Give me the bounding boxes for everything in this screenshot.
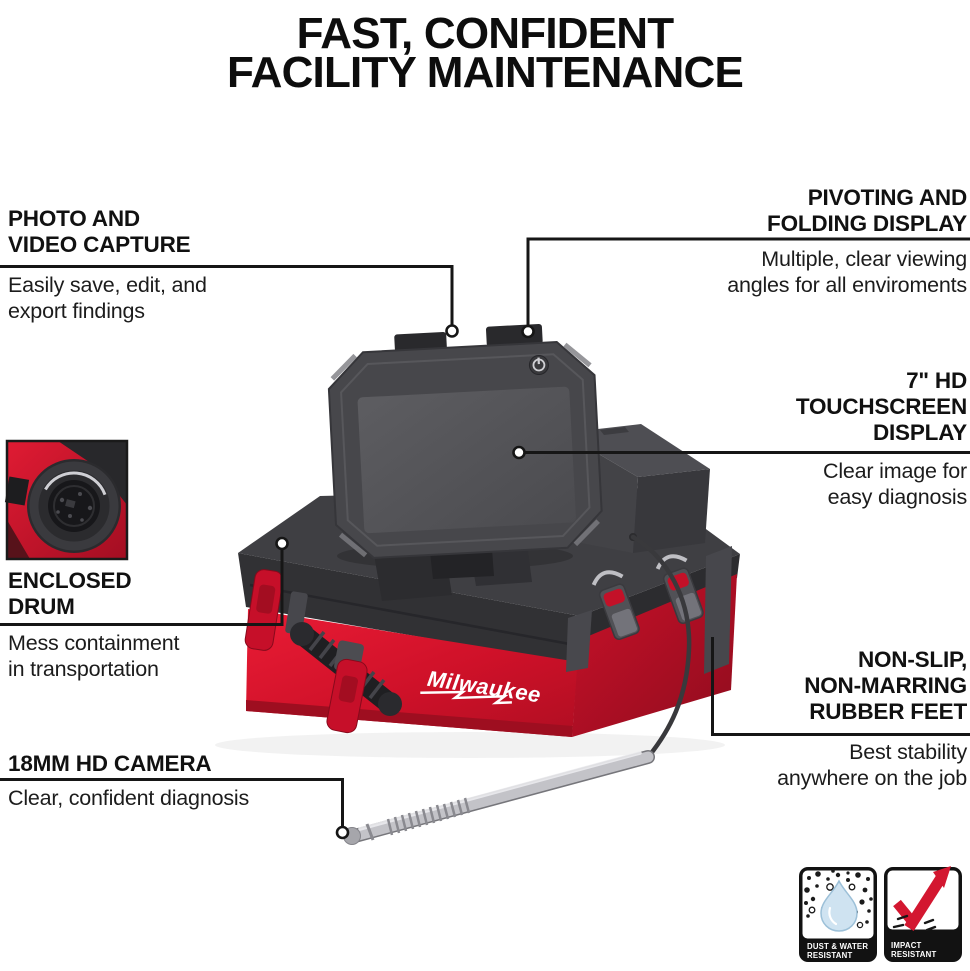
callout-line-enclosed-drum (0, 549, 284, 626)
callout-marker (445, 324, 459, 338)
case-front-red (246, 609, 578, 737)
callout-touchscreen-body: Clear image for easy diagnosis (823, 459, 967, 509)
corner-cap-front (566, 610, 592, 672)
drum-metal-ring (44, 471, 107, 496)
callout-marker (521, 324, 535, 339)
callout-marker (275, 536, 289, 551)
callout-enclosed-drum-body: Mess containment in transportation (8, 631, 180, 681)
badge-impact-label-2: RESISTANT (891, 950, 936, 959)
left-latch-upper (244, 569, 284, 651)
callout-line-photo-video (0, 265, 454, 326)
stand-crossbar (430, 549, 494, 579)
corner-cap-back (704, 546, 732, 674)
impact-marks (892, 914, 937, 932)
callout-photo-video-heading: PHOTO AND VIDEO CAPTURE (8, 206, 191, 257)
display-top-tab (394, 331, 447, 353)
packout-camera-system: Milwaukee (215, 323, 740, 845)
callout-pivoting-display-body: Multiple, clear viewing angles for all e… (727, 247, 967, 297)
callout-markers (275, 324, 535, 840)
callout-hd-camera-heading: 18MM HD CAMERA (8, 751, 212, 776)
callout-line-rubber-feet (711, 637, 970, 736)
callout-marker (335, 825, 350, 840)
display-bezel-inner (340, 353, 591, 547)
power-button-icon (528, 355, 549, 376)
callout-enclosed-drum-heading: ENCLOSED DRUM (8, 568, 132, 619)
display-unit (327, 323, 603, 559)
badge-dust-label-1: DUST & WATER (807, 942, 868, 951)
callout-hd-camera-body: Clear, confident diagnosis (8, 786, 250, 810)
camera-probe (343, 750, 655, 845)
display-screen (357, 386, 576, 534)
callout-lines (0, 237, 970, 827)
badge-dust-label-2: RESISTANT (807, 951, 852, 960)
inset-drum-image (4, 439, 129, 561)
page-title: FAST, CONFIDENT FACILITY MAINTENANCE (226, 9, 744, 97)
checkmark-icon (893, 866, 951, 931)
callout-touchscreen-heading: 7" HD TOUCHSCREEN DISPLAY (795, 368, 967, 445)
callout-rubber-feet-body: Best stability anywhere on the job (777, 740, 967, 790)
case-lid-front (238, 553, 580, 664)
probe-ring (365, 823, 375, 841)
drum-rivets (56, 492, 93, 522)
bezel-corner-highlights (330, 342, 600, 558)
dust-dots-hollow (808, 883, 864, 929)
callout-line-hd-camera (0, 778, 344, 827)
logo-bolt (420, 690, 512, 705)
ground-shadow (215, 732, 725, 758)
callout-rubber-feet-heading: NON-SLIP, NON-MARRING RUBBER FEET (804, 647, 967, 724)
callout-photo-video-body: Easily save, edit, and export findings (8, 273, 207, 323)
left-latch-lower (326, 658, 368, 734)
badge-dust-water: DUST & WATER RESISTANT (799, 867, 877, 962)
badge-impact: IMPACT RESISTANT (884, 866, 962, 962)
probe-spring (386, 797, 471, 836)
case-latch (591, 570, 640, 640)
callout-pivoting-display-heading: PIVOTING AND FOLDING DISPLAY (767, 185, 967, 236)
drum-connector (4, 476, 30, 506)
inset-border (5, 439, 129, 561)
camera-cable (630, 534, 692, 759)
callout-line-pivoting-display (526, 237, 970, 326)
case-front-shadow (246, 700, 573, 737)
badge-impact-label-1: IMPACT (891, 941, 922, 950)
callout-marker (512, 445, 526, 460)
drop-highlight (828, 906, 838, 926)
